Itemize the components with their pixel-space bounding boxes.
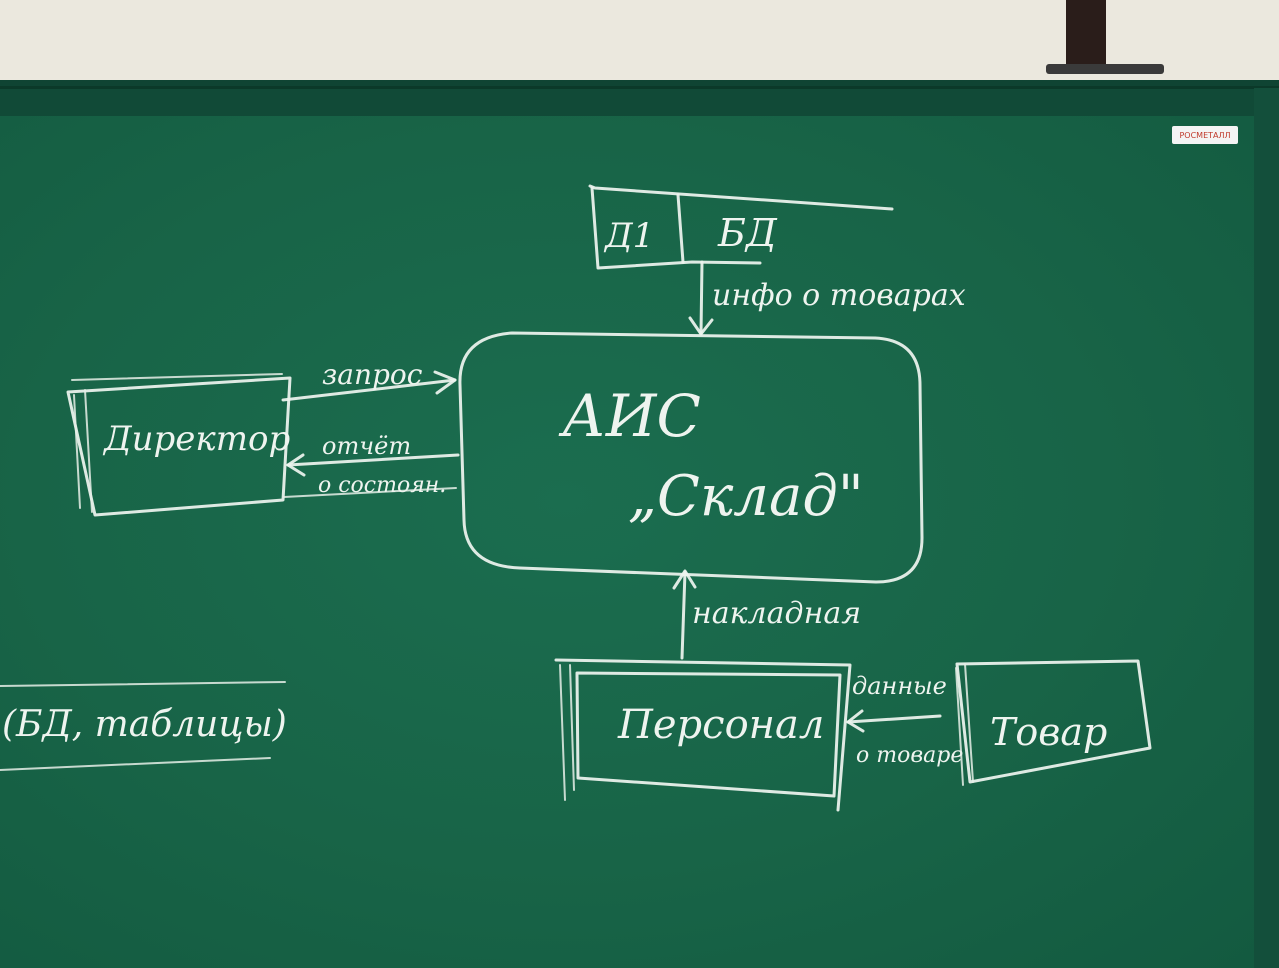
entity-goods: Товар: [955, 659, 1152, 786]
flow-report-label-1: отчёт: [322, 432, 411, 460]
process-subtitle: „Склад": [628, 464, 864, 529]
flow-goods-info: инфо о товарах: [688, 260, 966, 336]
datastore: Д1 БД: [588, 184, 894, 270]
entity-personnel-label: Персонал: [617, 702, 824, 748]
flow-goods-info-label: инфо о товарах: [712, 278, 966, 313]
process-ais-sklad: АИС „Склад": [458, 331, 924, 584]
flow-request-label: запрос: [322, 358, 423, 391]
left-note: (БД, таблицы): [0, 681, 287, 771]
flow-report: отчёт о состоян.: [283, 432, 460, 498]
board-right-edge: [1254, 88, 1279, 968]
flow-invoice-label: накладная: [692, 596, 861, 631]
datastore-id: Д1: [603, 216, 654, 256]
entity-goods-label: Товар: [990, 710, 1107, 754]
wall-post-base: [1046, 64, 1164, 74]
entity-personnel: Персонал: [554, 658, 852, 812]
left-note-text: (БД, таблицы): [2, 704, 287, 745]
flow-goods-data-label-1: данные: [852, 672, 947, 700]
brand-badge: РОСМЕТАЛЛ: [1172, 126, 1238, 144]
entity-director-label: Директор: [102, 419, 290, 459]
wall-post: [1066, 0, 1106, 68]
entity-director: Директор: [66, 373, 292, 517]
datastore-name: БД: [717, 211, 778, 255]
board-top-rail: [0, 86, 1279, 119]
flow-report-label-2: о состоян.: [318, 473, 446, 498]
flow-invoice: накладная: [672, 569, 861, 660]
process-title: АИС: [558, 382, 701, 450]
flow-request: запрос: [281, 358, 457, 402]
flow-goods-data: данные о товаре: [846, 672, 963, 768]
flow-goods-data-label-2: о товаре: [856, 743, 963, 768]
chalkboard: [0, 116, 1254, 968]
